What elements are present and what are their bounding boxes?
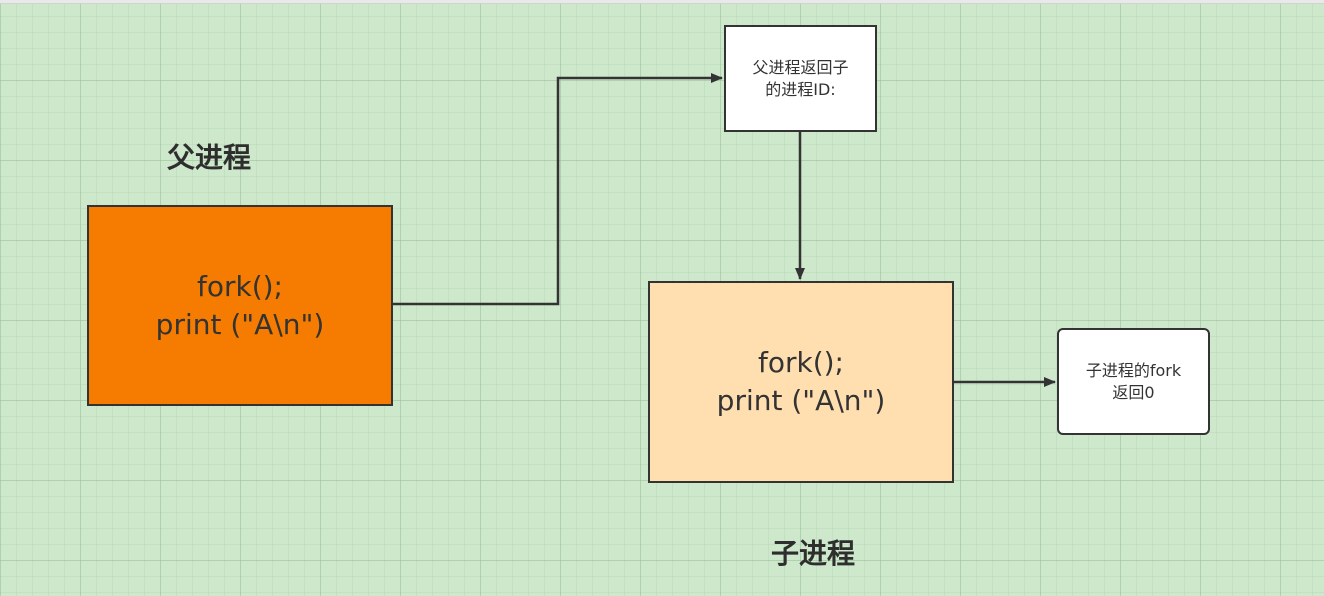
parent-process-label: 父进程	[167, 141, 252, 174]
parent-return-note[interactable]: 父进程返回子 的进程ID:	[724, 25, 877, 132]
child-note-line-1: 子进程的fork	[1085, 360, 1182, 380]
canvas-top-border	[0, 0, 1324, 4]
child-note-line-2: 返回0	[1112, 382, 1155, 402]
child-code-line-2: print ("A\n")	[716, 384, 886, 417]
parent-code-line-2: print ("A\n")	[155, 307, 325, 341]
child-process-label: 子进程	[771, 537, 856, 570]
arrow-parent-to-note	[393, 73, 723, 306]
parent-process-box[interactable]: fork(); print ("A\n")	[87, 205, 393, 406]
parent-code-line-1: fork();	[196, 269, 283, 303]
parent-note-line-2: 的进程ID:	[765, 79, 836, 99]
child-code-line-1: fork();	[757, 346, 844, 379]
child-return-note[interactable]: 子进程的fork 返回0	[1057, 328, 1210, 435]
child-process-box[interactable]: fork(); print ("A\n")	[648, 281, 954, 483]
parent-note-line-1: 父进程返回子	[752, 57, 849, 77]
